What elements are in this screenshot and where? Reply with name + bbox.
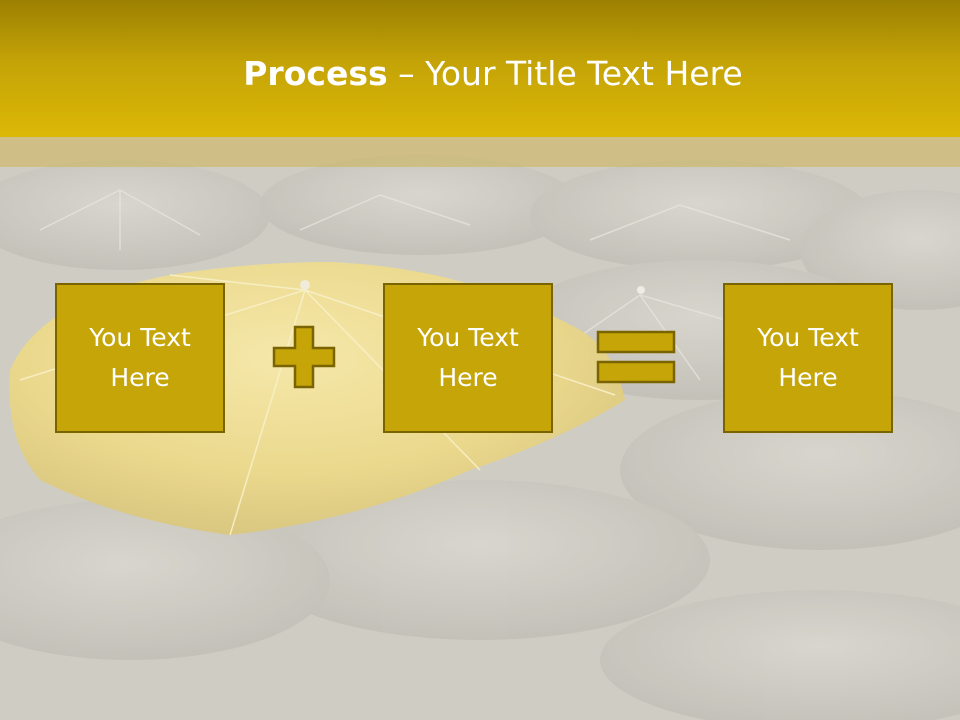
process-box-1-line1: You Text <box>89 323 191 352</box>
process-box-3-line1: You Text <box>757 323 859 352</box>
process-box-2-line2: Here <box>438 363 498 392</box>
title-strip <box>0 137 960 167</box>
slide-title: Process – Your Title Text Here <box>0 52 960 96</box>
equals-icon <box>596 330 676 384</box>
title-bar <box>0 0 960 137</box>
title-bold: Process <box>243 54 388 93</box>
plus-icon <box>272 325 336 389</box>
process-box-2-line1: You Text <box>417 323 519 352</box>
process-box-3-line2: Here <box>778 363 838 392</box>
process-box-1-line2: Here <box>110 363 170 392</box>
title-rest: – Your Title Text Here <box>387 54 743 93</box>
